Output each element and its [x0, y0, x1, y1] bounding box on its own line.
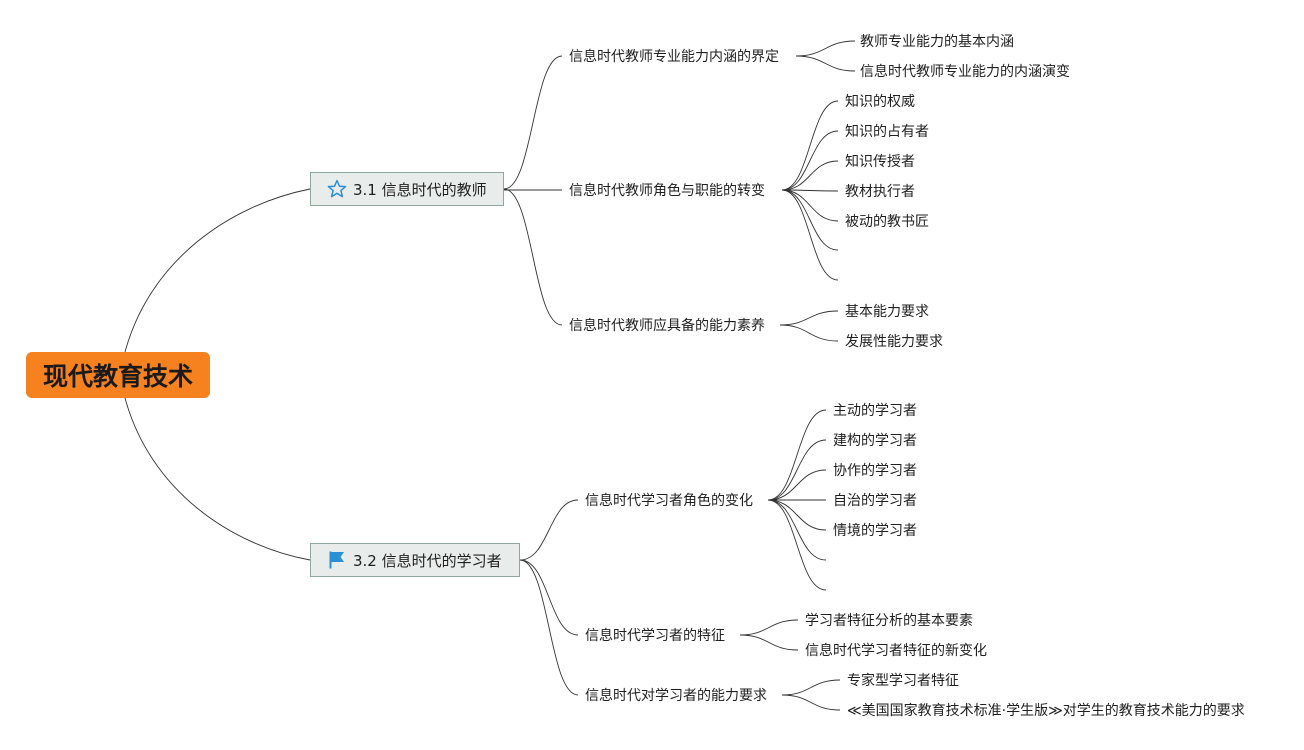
branch-node-teacher[interactable]: 3.1 信息时代的教师	[310, 172, 504, 206]
connector-line	[781, 694, 841, 711]
leaf-item[interactable]: ≪美国国家教育技术标准·学生版≫对学生的教育技术能力的要求	[847, 703, 1245, 719]
connector-line	[781, 160, 839, 191]
connector-line	[781, 130, 839, 191]
leaf-item[interactable]: 被动的教书匠	[845, 214, 929, 230]
connector-line	[795, 40, 856, 57]
leaf-item[interactable]: 专家型学习者特征	[847, 673, 959, 689]
leaf-item[interactable]: 知识的占有者	[845, 124, 929, 140]
leaf-item[interactable]: 发展性能力要求	[845, 334, 943, 350]
leaf-item[interactable]: 主动的学习者	[833, 403, 917, 419]
flag-icon	[327, 550, 347, 570]
branch-label: 3.2 信息时代的学习者	[353, 551, 502, 570]
root-to-branch-line	[124, 188, 311, 353]
connector-line	[767, 469, 827, 501]
connector-line	[779, 310, 839, 326]
connector-line	[767, 499, 827, 561]
connector-line	[767, 499, 827, 591]
leaf-item[interactable]: 教师专业能力的基本内涵	[860, 34, 1014, 50]
leaf-item[interactable]: 知识传授者	[845, 154, 915, 170]
leaf-item[interactable]: 信息时代教师专业能力的内涵演变	[860, 64, 1070, 80]
leaf-item[interactable]: 基本能力要求	[845, 304, 929, 320]
connector-line	[519, 559, 579, 636]
leaf-item[interactable]: 知识的权威	[845, 94, 915, 110]
leaf-item[interactable]: 自治的学习者	[833, 493, 917, 509]
leaf-item[interactable]: 建构的学习者	[833, 433, 917, 449]
leaf-item[interactable]: 情境的学习者	[833, 523, 917, 539]
connector-line	[781, 189, 839, 222]
connector-line	[781, 100, 839, 191]
leaf-item[interactable]: 协作的学习者	[833, 463, 917, 479]
topic-learner-ability[interactable]: 信息时代对学习者的能力要求	[585, 688, 767, 704]
root-node[interactable]: 现代教育技术	[26, 352, 210, 398]
topic-learner-role[interactable]: 信息时代学习者角色的变化	[585, 493, 753, 509]
topic-teacher-definition[interactable]: 信息时代教师专业能力内涵的界定	[569, 49, 779, 65]
star-icon	[327, 179, 347, 199]
connector-line	[767, 409, 827, 501]
topic-learner-features[interactable]: 信息时代学习者的特征	[585, 628, 725, 644]
connector-line	[779, 324, 839, 342]
leaf-item[interactable]: 教材执行者	[845, 184, 915, 200]
branch-label: 3.1 信息时代的教师	[353, 180, 487, 199]
connector-line	[503, 55, 563, 190]
connector-line	[519, 499, 579, 561]
connector-line	[781, 679, 841, 696]
connector-line	[739, 634, 799, 651]
leaf-item[interactable]: 学习者特征分析的基本要素	[805, 613, 973, 629]
connector-line	[781, 189, 839, 281]
connector-line	[519, 559, 579, 696]
connector-line	[503, 188, 563, 326]
connector-line	[781, 189, 839, 251]
topic-teacher-role[interactable]: 信息时代教师角色与职能的转变	[569, 183, 765, 199]
connector-line	[795, 55, 856, 72]
connector-line	[767, 499, 827, 531]
root-label: 现代教育技术	[42, 362, 193, 391]
branch-node-learner[interactable]: 3.2 信息时代的学习者	[310, 543, 520, 577]
root-to-branch-line	[124, 397, 311, 561]
connector-line	[781, 189, 839, 192]
connector-line	[739, 619, 799, 636]
leaf-item[interactable]: 信息时代学习者特征的新变化	[805, 643, 987, 659]
connector-line	[767, 439, 827, 501]
topic-teacher-competence[interactable]: 信息时代教师应具备的能力素养	[569, 318, 765, 334]
